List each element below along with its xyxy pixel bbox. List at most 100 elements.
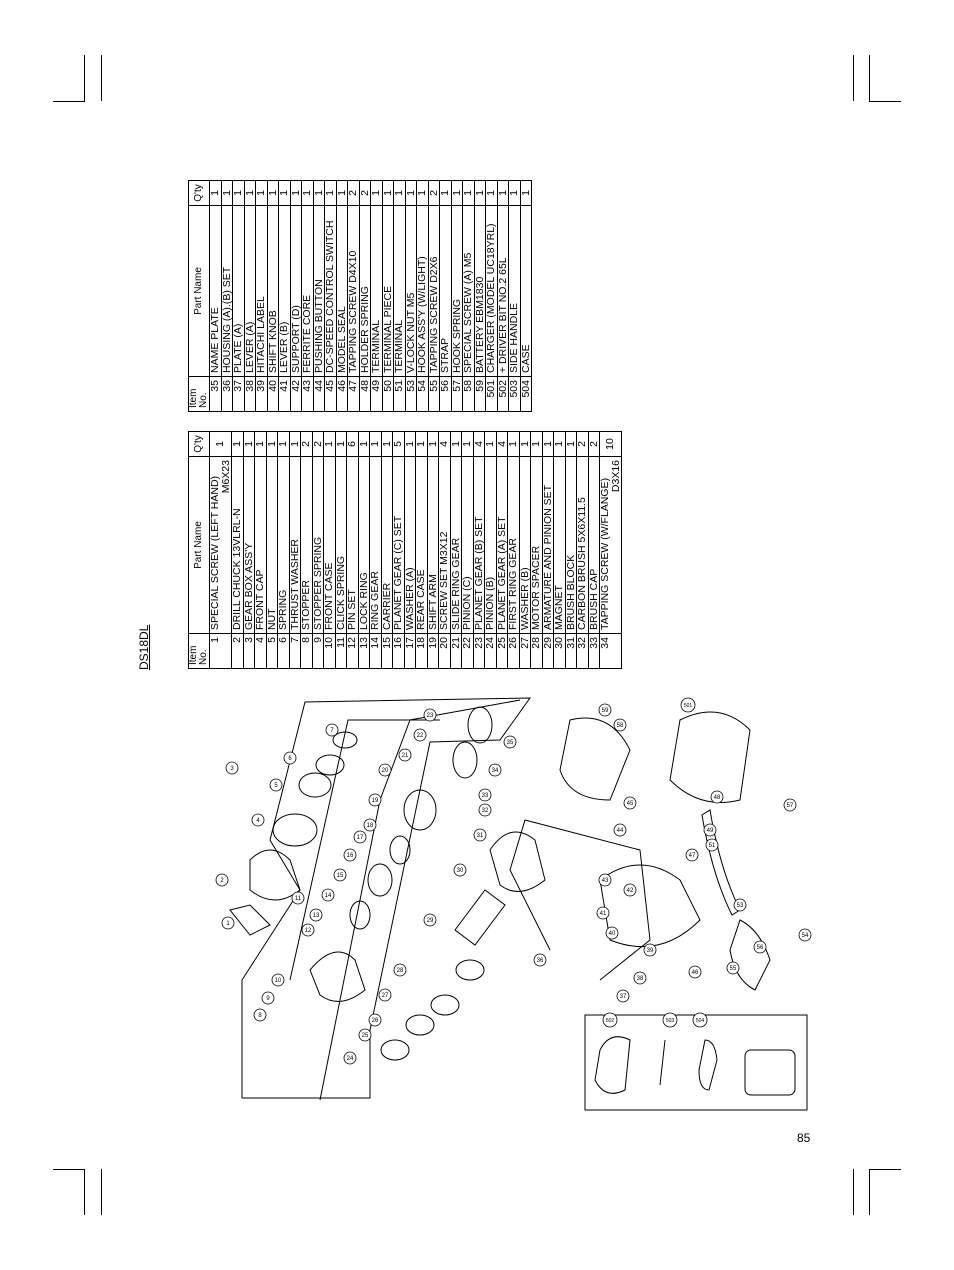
cell-qty: 1: [370, 180, 382, 206]
cell-item-no: 25: [496, 633, 508, 669]
callout-501: 501: [680, 697, 696, 713]
cell-item-no: 29: [542, 633, 554, 669]
cell-item-no: 43: [301, 376, 313, 412]
cell-qty: 1: [415, 431, 427, 457]
cell-item-no: 51: [393, 376, 405, 412]
cell-item-no: 59: [474, 376, 486, 412]
callout-30: 30: [453, 863, 467, 877]
cell-qty: 1: [278, 180, 290, 206]
callout-circle: [733, 898, 747, 912]
callout-label: 36: [537, 958, 544, 964]
cell-part-name: V-LOCK NUT M5: [405, 205, 417, 377]
cell-qty: 1: [290, 180, 302, 206]
lock-ring-shape: [349, 900, 371, 930]
callout-19: 19: [368, 793, 382, 807]
cell-qty: 1: [313, 180, 325, 206]
carrier-shape: [389, 835, 411, 865]
screw-shape: [229, 904, 271, 936]
callout-40: 40: [605, 926, 619, 940]
cell-part-name: SHIFT ARM: [427, 456, 439, 634]
cell-qty: 1: [404, 431, 416, 457]
header-qty: Q'ty: [188, 431, 210, 457]
part-name-spec: M6X23: [219, 460, 232, 494]
callout-label: 42: [627, 888, 634, 894]
callout-label: 38: [637, 976, 644, 982]
cell-part-name: MOTOR SPACER: [530, 456, 542, 634]
cell-item-no: 40: [267, 376, 279, 412]
callout-57: 57: [783, 798, 797, 812]
cell-item-no: 23: [473, 633, 485, 669]
callout-circle: [598, 873, 612, 887]
callout-circle: [225, 761, 239, 775]
cell-item-no: 18: [415, 633, 427, 669]
callout-circle: [325, 723, 339, 737]
cell-part-name: MODEL SEAL: [336, 205, 348, 377]
callout-circle: [378, 763, 392, 777]
callout-31: 31: [473, 828, 487, 842]
callout-label: 54: [802, 933, 809, 939]
callout-circle: [633, 971, 647, 985]
callout-label: 21: [402, 753, 409, 759]
cell-item-no: 20: [438, 633, 450, 669]
callout-group: 1234567891011121314151617181920212223242…: [215, 697, 812, 1065]
cell-part-name: FIRST RING GEAR: [507, 456, 519, 634]
cell-part-name: LEVER (B): [278, 205, 290, 377]
cell-item-no: 50: [382, 376, 394, 412]
callout-14: 14: [321, 888, 335, 902]
callout-label: 56: [757, 945, 764, 951]
cell-item-no: 6: [277, 633, 289, 669]
motor-spacer-shape: [455, 959, 485, 981]
cell-part-name: STOPPER: [300, 456, 312, 634]
cell-qty: 1: [565, 431, 577, 457]
cell-qty: 5: [392, 431, 404, 457]
callout-label: 47: [689, 853, 696, 859]
callout-circle: [343, 1051, 357, 1065]
cell-part-name: NAME PLATE: [209, 205, 221, 377]
cell-qty: 1: [277, 431, 289, 457]
cell-part-name: MAGNET: [553, 456, 565, 634]
cell-qty: 1: [336, 180, 348, 206]
callout-51: 51: [705, 838, 719, 852]
callout-label: 29: [427, 918, 434, 924]
cell-part-name: + DRIVER BIT NO.2 65L: [497, 205, 509, 377]
cell-qty: 1: [267, 180, 279, 206]
cell-item-no: 21: [450, 633, 462, 669]
callout-43: 43: [598, 873, 612, 887]
callout-circle: [710, 790, 724, 804]
case-shape: [744, 1049, 796, 1096]
callout-circle: [363, 818, 377, 832]
cell-item-no: 47: [347, 376, 359, 412]
callout-label: 18: [367, 823, 374, 829]
cell-item-no: 36: [221, 376, 233, 412]
cell-item-no: 56: [439, 376, 451, 412]
cell-item-no: 17: [404, 633, 416, 669]
cell-part-name: SPECIAL SCREW (A) M5: [462, 205, 474, 377]
front-cap-shape: [272, 813, 318, 847]
cell-item-no: 8: [300, 633, 312, 669]
callout-circle: [423, 913, 437, 927]
rear-case-shape: [403, 789, 437, 831]
cell-qty: 1: [289, 431, 301, 457]
callout-41: 41: [596, 906, 610, 920]
cell-part-name: CASE: [520, 205, 532, 377]
cell-qty: 4: [438, 431, 450, 457]
cell-item-no: 46: [336, 376, 348, 412]
callout-2: 2: [215, 873, 229, 887]
cell-qty: 1: [484, 431, 496, 457]
callout-label: 33: [482, 793, 489, 799]
diagram-outline-front: [241, 697, 531, 1099]
callout-label: 45: [627, 801, 634, 807]
